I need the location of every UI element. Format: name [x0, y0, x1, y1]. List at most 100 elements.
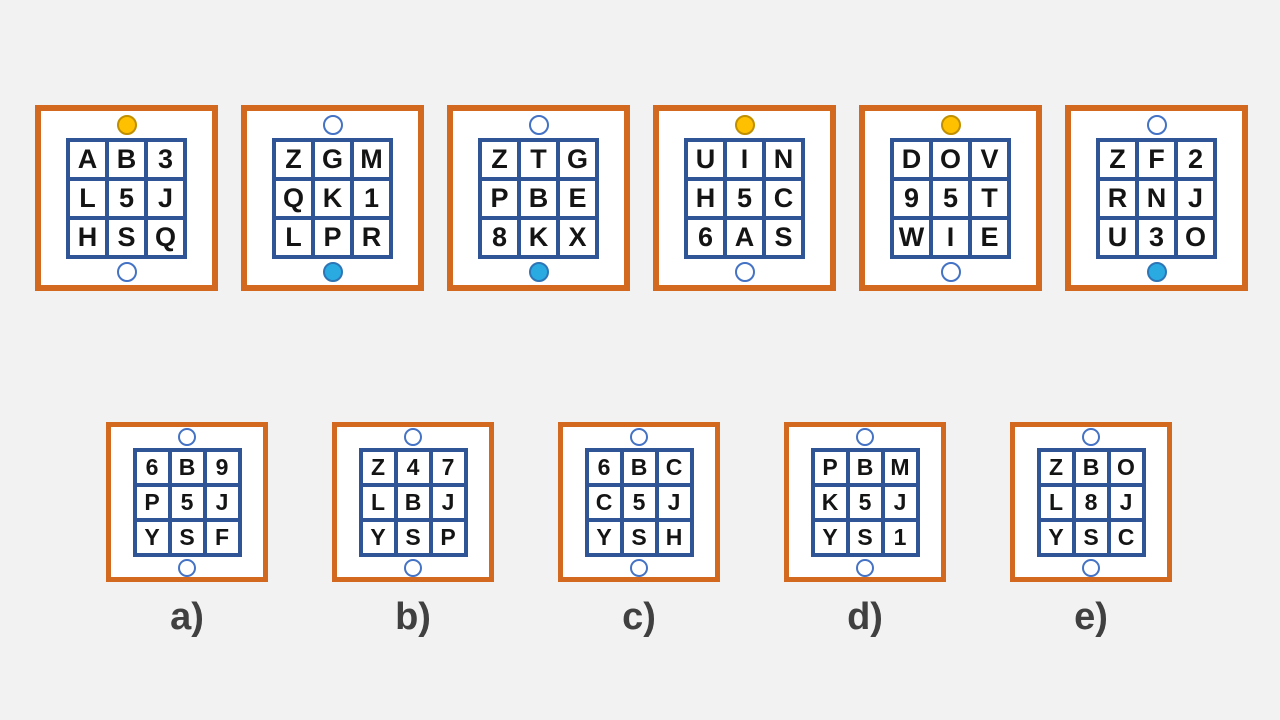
grid-cell: B — [521, 180, 556, 216]
grid-cell: K — [315, 180, 350, 216]
option-d[interactable]: P B M K 5 J Y S 1 d) — [784, 422, 946, 639]
letter-grid: Z G M Q K 1 L P R — [272, 137, 393, 259]
top-dot — [1146, 114, 1167, 135]
grid-cell: A — [727, 219, 762, 255]
grid-cell: Y — [362, 521, 394, 553]
grid-cell: A — [70, 141, 105, 177]
grid-cell: R — [354, 219, 389, 255]
puzzle-card-2: Z G M Q K 1 L P R — [241, 105, 424, 291]
grid-cell: J — [658, 486, 690, 518]
grid-cell: C — [658, 451, 690, 483]
grid-cell: T — [972, 180, 1007, 216]
letter-grid: Z B O L 8 J Y S C — [1036, 447, 1146, 557]
grid-cell: Y — [814, 521, 846, 553]
grid-cell: S — [109, 219, 144, 255]
option-c[interactable]: 6 B C C 5 J Y S H c) — [558, 422, 720, 639]
grid-cell: R — [1100, 180, 1135, 216]
letter-grid: Z F 2 R N J U 3 O — [1096, 137, 1217, 259]
grid-cell: I — [933, 219, 968, 255]
grid-cell: 2 — [1178, 141, 1213, 177]
bottom-dot — [856, 558, 874, 577]
grid-cell: 5 — [849, 486, 881, 518]
bottom-dot — [630, 558, 648, 577]
option-b[interactable]: Z 4 7 L B J Y S P b) — [332, 422, 494, 639]
grid-cell: M — [354, 141, 389, 177]
grid-cell: C — [1110, 521, 1142, 553]
grid-cell: B — [171, 451, 203, 483]
grid-cell: Z — [276, 141, 311, 177]
grid-cell: D — [894, 141, 929, 177]
grid-cell: P — [136, 486, 168, 518]
grid-cell: T — [521, 141, 556, 177]
grid-cell: V — [972, 141, 1007, 177]
top-dot — [856, 427, 874, 446]
grid-cell: 5 — [109, 180, 144, 216]
grid-cell: U — [688, 141, 723, 177]
grid-cell: 6 — [688, 219, 723, 255]
grid-cell: J — [432, 486, 464, 518]
grid-cell: 8 — [1075, 486, 1107, 518]
top-dot — [404, 427, 422, 446]
grid-cell: F — [1139, 141, 1174, 177]
option-e[interactable]: Z B O L 8 J Y S C e) — [1010, 422, 1172, 639]
grid-cell: F — [206, 521, 238, 553]
top-dot — [178, 427, 196, 446]
option-c-card: 6 B C C 5 J Y S H — [558, 422, 720, 582]
puzzle-card-4: U I N H 5 C 6 A S — [653, 105, 836, 291]
option-a-card: 6 B 9 P 5 J Y S F — [106, 422, 268, 582]
letter-grid: 6 B C C 5 J Y S H — [584, 447, 694, 557]
grid-cell: Z — [362, 451, 394, 483]
grid-cell: Q — [276, 180, 311, 216]
bottom-dot — [404, 558, 422, 577]
top-dot — [1082, 427, 1100, 446]
bottom-dot — [1082, 558, 1100, 577]
option-a-label: a) — [170, 596, 204, 638]
answer-options-row: 6 B 9 P 5 J Y S F a) Z 4 7 L B J — [106, 422, 1172, 639]
grid-cell: M — [884, 451, 916, 483]
grid-cell: P — [482, 180, 517, 216]
grid-cell: P — [315, 219, 350, 255]
grid-cell: N — [766, 141, 801, 177]
letter-grid: Z T G P B E 8 K X — [478, 137, 599, 259]
letter-grid: P B M K 5 J Y S 1 — [810, 447, 920, 557]
grid-cell: 6 — [136, 451, 168, 483]
grid-cell: Y — [588, 521, 620, 553]
grid-cell: 1 — [354, 180, 389, 216]
top-dot — [630, 427, 648, 446]
grid-cell: S — [849, 521, 881, 553]
grid-cell: S — [171, 521, 203, 553]
grid-cell: L — [362, 486, 394, 518]
bottom-dot — [116, 261, 137, 282]
grid-cell: S — [623, 521, 655, 553]
grid-cell: 6 — [588, 451, 620, 483]
grid-cell: W — [894, 219, 929, 255]
bottom-dot — [1146, 261, 1167, 282]
grid-cell: O — [1178, 219, 1213, 255]
option-e-label: e) — [1074, 596, 1108, 638]
grid-cell: L — [276, 219, 311, 255]
grid-cell: B — [1075, 451, 1107, 483]
letter-grid: Z 4 7 L B J Y S P — [358, 447, 468, 557]
top-dot — [116, 114, 137, 135]
grid-cell: S — [766, 219, 801, 255]
grid-cell: E — [560, 180, 595, 216]
grid-cell: H — [688, 180, 723, 216]
grid-cell: 4 — [397, 451, 429, 483]
grid-cell: I — [727, 141, 762, 177]
grid-cell: U — [1100, 219, 1135, 255]
bottom-dot — [322, 261, 343, 282]
grid-cell: H — [658, 521, 690, 553]
grid-cell: 3 — [148, 141, 183, 177]
grid-cell: O — [1110, 451, 1142, 483]
grid-cell: L — [70, 180, 105, 216]
bottom-dot — [940, 261, 961, 282]
option-b-card: Z 4 7 L B J Y S P — [332, 422, 494, 582]
grid-cell: B — [849, 451, 881, 483]
option-a[interactable]: 6 B 9 P 5 J Y S F a) — [106, 422, 268, 639]
letter-grid: U I N H 5 C 6 A S — [684, 137, 805, 259]
bottom-dot — [528, 261, 549, 282]
grid-cell: Z — [1040, 451, 1072, 483]
grid-cell: S — [1075, 521, 1107, 553]
bottom-dot — [734, 261, 755, 282]
grid-cell: G — [315, 141, 350, 177]
